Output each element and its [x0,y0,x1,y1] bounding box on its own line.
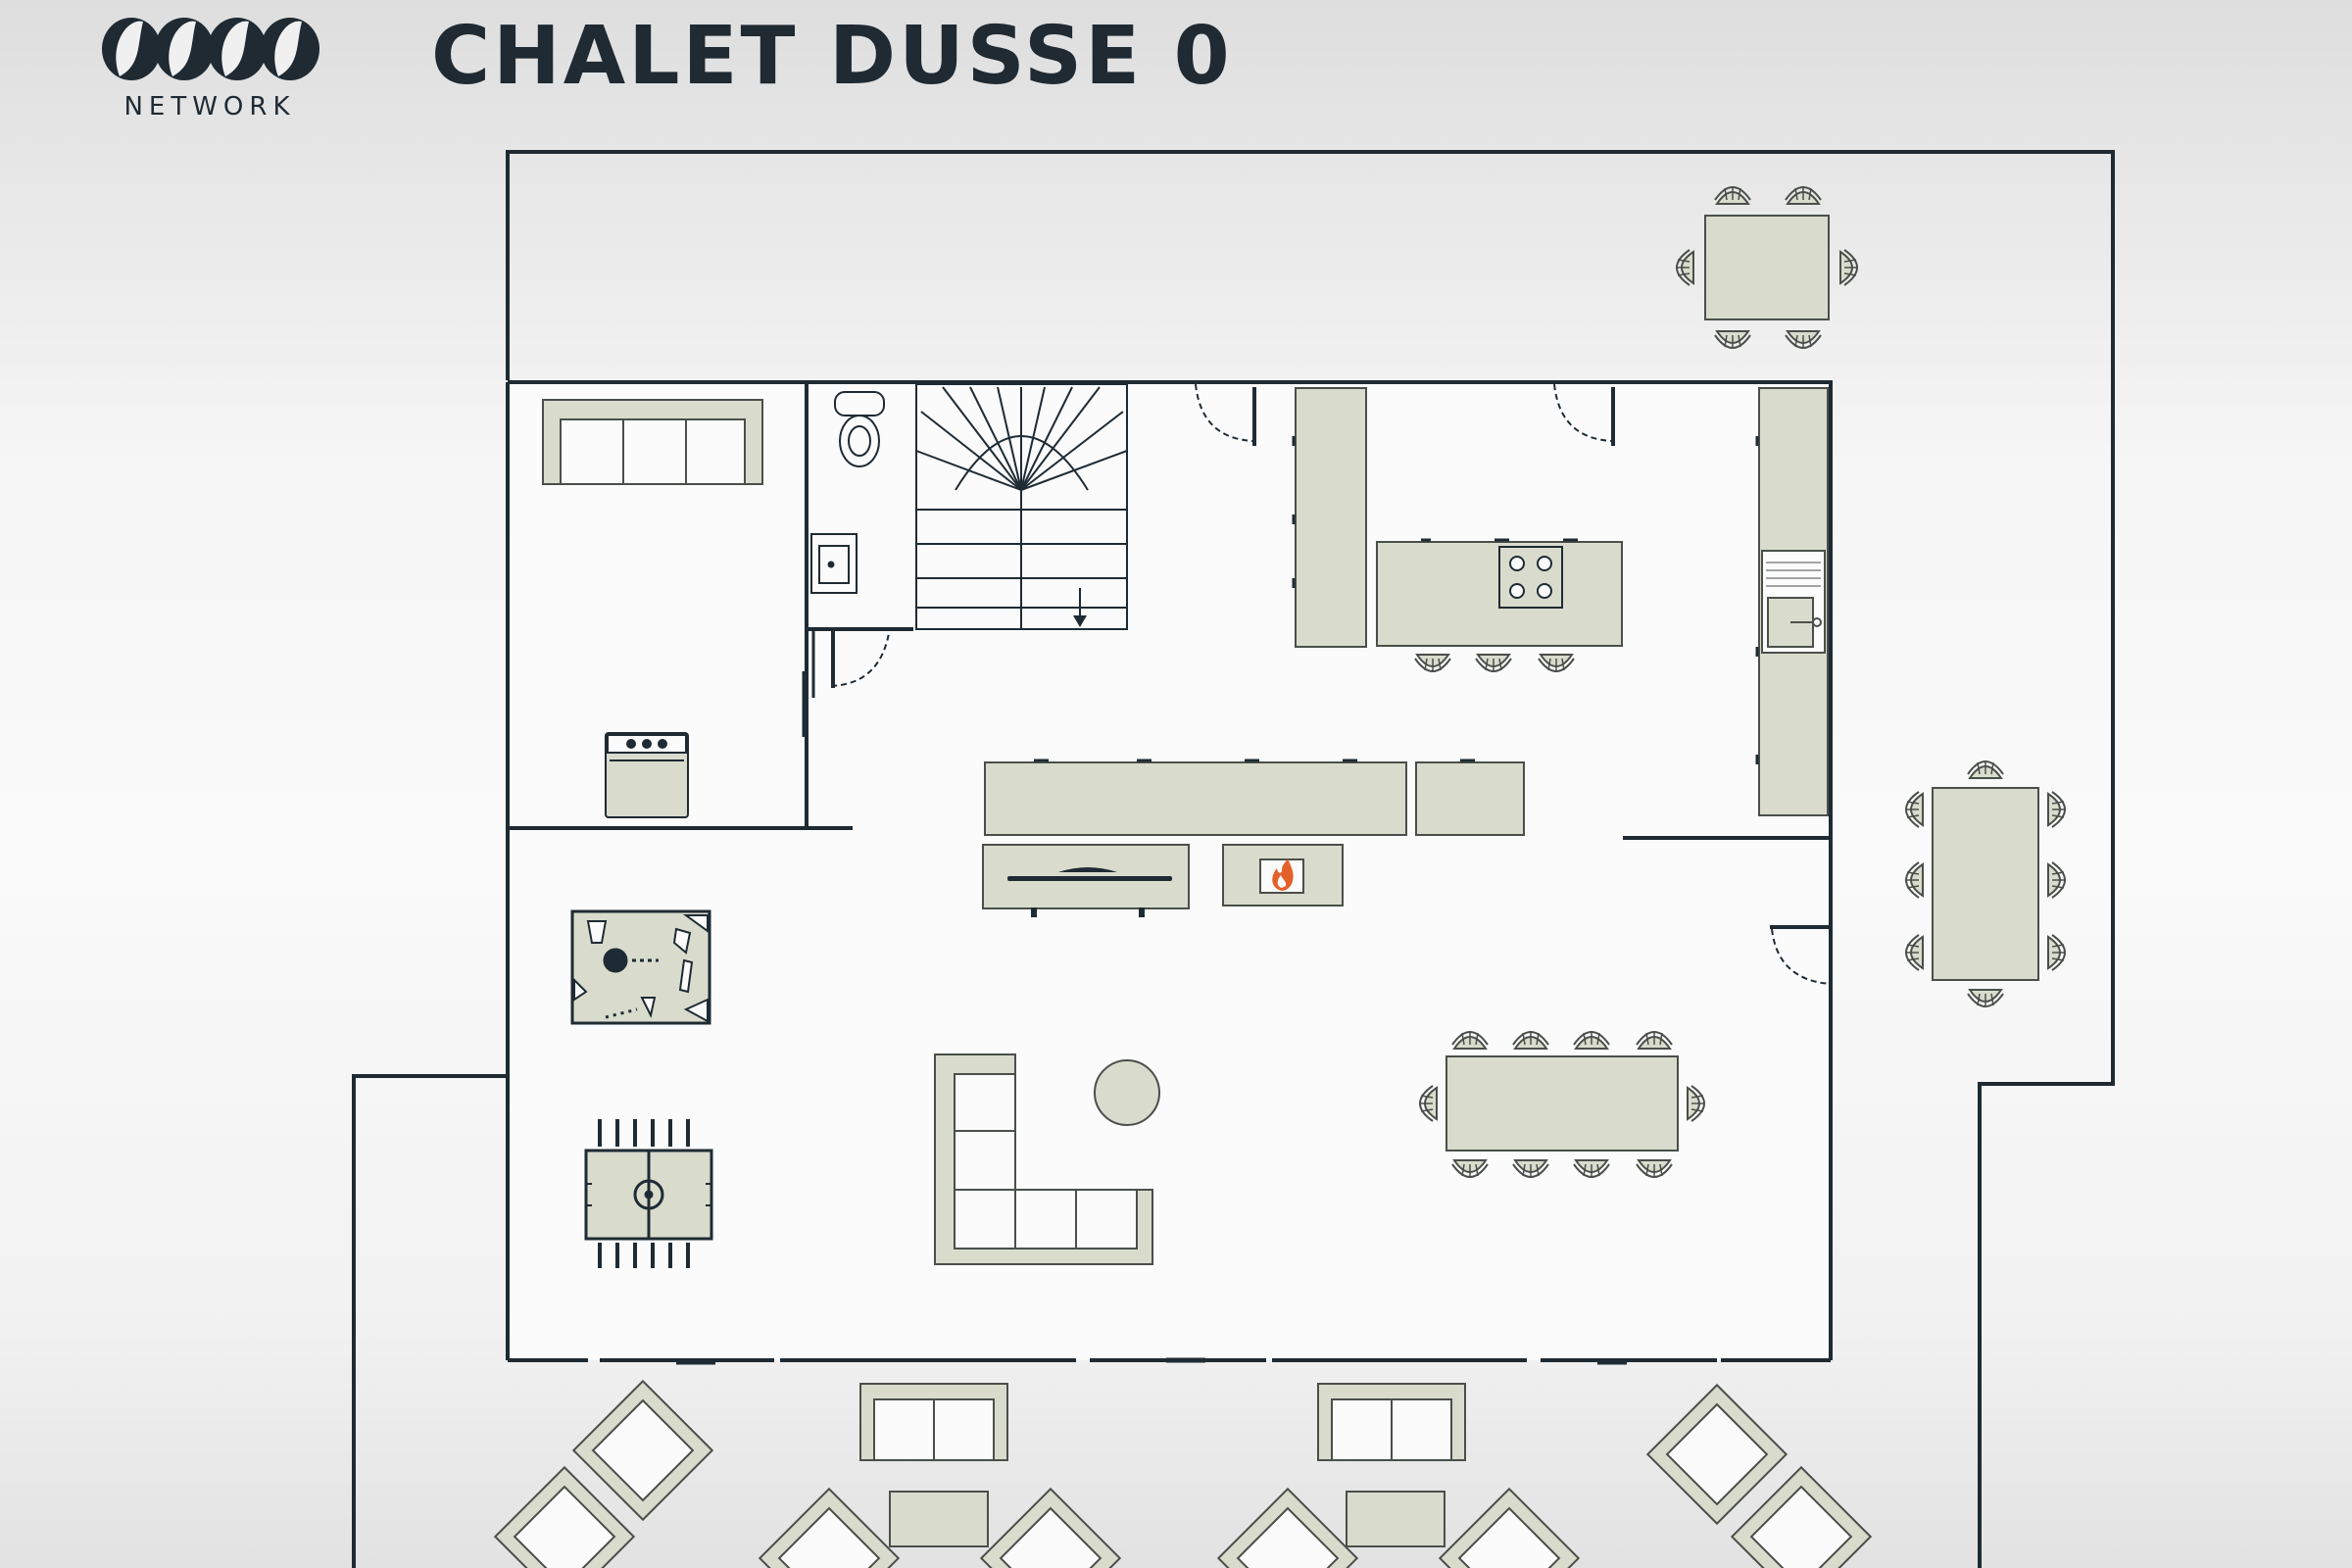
chair-icon [1967,989,2004,1008]
pinball-icon [570,909,711,1025]
chair-icon [1904,791,1924,828]
chair-icon [1904,934,1924,971]
stove-icon [1498,546,1563,609]
l-sofa-icon [934,1054,1153,1265]
staircase-icon [915,383,1128,630]
sink-icon [810,533,858,594]
dining-table-icon [1446,1055,1679,1152]
armchair-icon [1439,1488,1580,1568]
chair-icon [1785,185,1822,205]
page-title: CHALET DUSSE 0 [431,10,1233,103]
dining-table-icon [1932,787,2039,981]
chair-icon [1839,249,1859,286]
door-icon [830,383,1832,985]
tv-icon [1007,867,1172,917]
chair-icon [2047,934,2067,971]
fireplace-icon [1259,858,1304,894]
osvo-network-logo: NETWORK [98,6,323,123]
dining-table-icon [1704,215,1830,320]
foosball-icon [584,1119,713,1268]
logo-wordmark: NETWORK [123,92,296,122]
chair-icon [1904,861,1924,899]
coffee-table-icon [889,1491,989,1547]
terrace-outline [352,150,2115,1568]
armchair-icon [980,1488,1121,1568]
interior-walls [506,380,1833,1362]
chair-icon [2047,861,2067,899]
side-table-icon [1094,1059,1160,1126]
chair-icon [1714,185,1751,205]
chair-icon [1967,760,2004,779]
chair-icon [1675,249,1694,286]
oven-icon [605,732,689,818]
chair-icon [1785,330,1822,350]
armchair-icon [759,1488,900,1568]
stair-arrow-icon [1073,615,1087,627]
chair-icon [1714,330,1751,350]
sofa-icon [1317,1383,1466,1461]
armchair-icon [1217,1488,1358,1568]
sofa-icon [859,1383,1008,1461]
chair-icon [2047,791,2067,828]
logo-mark-icon [102,18,319,80]
sofa-icon [542,399,763,485]
coffee-table-icon [1346,1491,1446,1547]
kitchen-sink-icon [1761,550,1826,654]
toilet-icon [834,391,885,467]
